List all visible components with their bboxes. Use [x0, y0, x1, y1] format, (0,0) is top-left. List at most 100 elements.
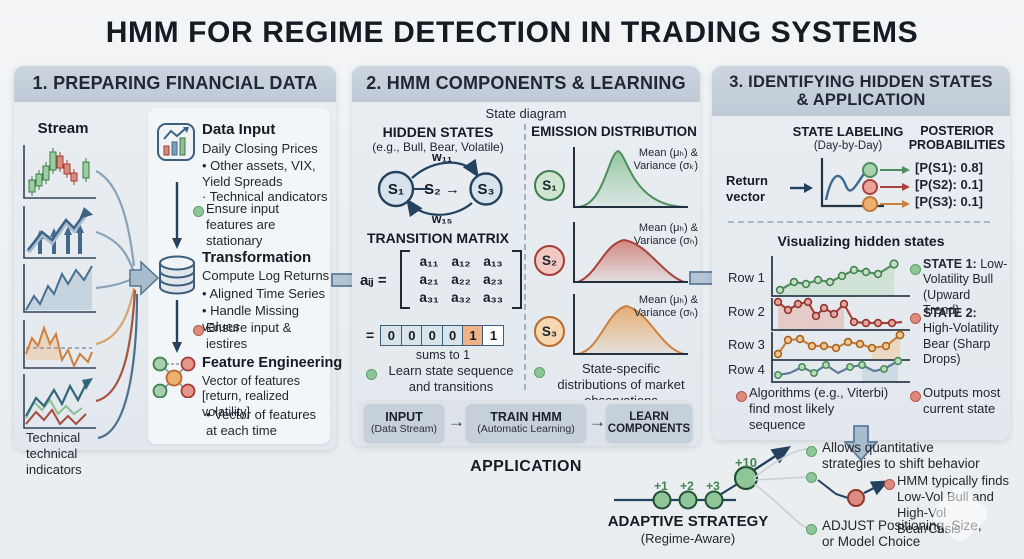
prob-s3-dot	[862, 196, 878, 212]
hidden-states-subtitle: (e.g., Bull, Bear, Volatile)	[372, 140, 504, 154]
state1-legend: STATE 1: Low-Volatility Bull (Upward Tre…	[923, 257, 1009, 318]
prob-s1-dot	[862, 162, 878, 178]
prob-s1-label: [P(S1): 0.8]	[915, 160, 983, 175]
prob-s1-arrow	[880, 166, 910, 174]
data-input-note: Ensure input features are stationary	[206, 201, 279, 248]
state-s1-node	[377, 170, 415, 208]
state-diagram-subtitle: State diagram	[485, 106, 567, 121]
red-bullet-icon	[193, 325, 204, 336]
green-bullet-icon	[366, 369, 377, 380]
pipeline-train-box: TRAIN HMM (Automatic Learning)	[466, 404, 586, 442]
arrow-growth-chart-icon	[23, 206, 96, 259]
emission-title: EMISSION DISTRIBUTION	[531, 124, 697, 139]
posterior-title: POSTERIOR PROBABILITIES	[908, 124, 1006, 153]
point-plus1: +1	[654, 479, 668, 493]
pipeline-learn-title: LEARN COMPONENTS	[607, 410, 691, 435]
matrix-cell: a₁₃	[483, 254, 503, 269]
technical-indicators-label: Technical technical indicators	[26, 430, 82, 477]
matrix-cell: a₁₂	[451, 254, 471, 269]
adaptive-strategy-title: ADAPTIVE STRATEGY	[607, 513, 769, 530]
feature-engineering-bullet1: • Vector of features at each time	[206, 407, 317, 438]
down-arrow	[844, 425, 878, 462]
outputs-note: Outputs most current state	[923, 385, 1001, 416]
page-title: HMM FOR REGIME DETECTION IN TRADING SYST…	[105, 16, 919, 49]
state1-text: Low-Volatility Bull (Upward Trend)	[923, 257, 1008, 317]
flow-arrow-down-2	[172, 300, 182, 353]
state-s3-label: S₃	[477, 181, 495, 198]
sums-to-one-label: sums to 1	[415, 348, 471, 362]
data-input-title: Data Input	[202, 121, 276, 138]
gaussian-red	[573, 222, 688, 283]
row3-label: Row 3	[728, 337, 765, 352]
return-vector-label: Return vector	[726, 173, 768, 204]
row3-chart	[771, 330, 910, 361]
candlestick-chart-icon	[23, 145, 96, 199]
matrix-bracket-right	[512, 250, 522, 309]
vector-cell: 0	[380, 325, 403, 346]
vector-cell-highlighted: 1	[462, 325, 485, 346]
network-nodes-icon	[152, 356, 196, 398]
transformation-title: Transformation	[202, 249, 312, 266]
viterbi-note: Algorithms (e.g., Viterbi) find most lik…	[749, 385, 889, 432]
panel1-header: 1. PREPARING FINANCIAL DATA	[14, 66, 336, 102]
panel3-divider	[728, 221, 990, 223]
panel2-header: 2. HMM COMPONENTS & LEARNING	[352, 66, 700, 102]
matrix-cell: a₃₂	[451, 290, 471, 305]
volatility-chart-icon	[23, 320, 96, 369]
pipeline-learn-box: LEARN COMPONENTS	[606, 404, 692, 442]
green-bullet-icon	[806, 446, 817, 457]
row4-chart	[771, 356, 910, 383]
matrix-lhs: aᵢⱼ =	[360, 272, 387, 289]
panel3-header: 3. IDENTIFYING HIDDEN STATES & APPLICATI…	[712, 66, 1010, 116]
pipeline-arrow-2: →	[589, 412, 606, 431]
vector-cell: 0	[421, 325, 444, 346]
stream-charts	[23, 145, 96, 429]
state-s3-node	[469, 172, 503, 206]
transformation-bullet1: • Aligned Time Series	[202, 286, 326, 301]
bear-regime-node	[847, 489, 865, 507]
adaptive-bullet1: Allows quantitative strategies to shift …	[822, 440, 980, 472]
application-label: APPLICATION	[470, 458, 582, 475]
point-plus3: +3	[706, 479, 720, 493]
emission-state-s1: S₁	[534, 170, 565, 201]
vector-equals: =	[366, 327, 375, 343]
adaptive-connectors	[753, 448, 889, 529]
panel2-divider	[524, 124, 526, 390]
transformation-note: Ensure input & iestires	[206, 320, 292, 351]
panel-hmm-components: 2. HMM COMPONENTS & LEARNING	[352, 66, 700, 446]
vector-cell: 0	[441, 325, 464, 346]
return-vector-arrow	[790, 183, 813, 193]
state2-prefix: STATE 2:	[923, 306, 977, 320]
panel-identifying-states: 3. IDENTIFYING HIDDEN STATES & APPLICATI…	[712, 66, 1010, 440]
row1-label: Row 1	[728, 270, 765, 285]
pipeline-input-title: INPUT	[385, 409, 423, 424]
state-labeling-title: STATE LABELING	[792, 124, 904, 139]
state2-legend: STATE 2: High-Volatility Bear (Sharp Dro…	[923, 306, 1009, 367]
adaptive-strategy-subtitle: (Regime-Aware)	[640, 531, 736, 546]
matrix-cell: a₃₁	[419, 290, 439, 305]
probability-vector: 0 0 0 0 1 1	[380, 325, 505, 346]
transformation-bullet2: • Handle Missing values	[202, 303, 300, 334]
feature-engineering-line1: Vector of features [return, realized vol…	[202, 374, 300, 419]
pipeline-arrow-1: →	[448, 412, 465, 431]
green-bullet-icon	[806, 472, 817, 483]
gaussian-orange	[573, 294, 688, 355]
state-s2-label: S₂ →	[424, 181, 460, 198]
row1-chart	[771, 256, 910, 297]
row2-label: Row 2	[728, 304, 765, 319]
emission-label-s1: Mean (μₕ) & Variance (σₖ)	[633, 147, 698, 173]
prob-s2-dot	[862, 179, 878, 195]
state-diagram	[377, 158, 503, 218]
state1-bullet-icon	[910, 264, 921, 275]
learn-sequence-note: Learn state sequence and transitions	[388, 363, 514, 394]
weight-top-label: w₁₁	[431, 150, 453, 164]
point-plus10: +10	[734, 455, 758, 470]
gaussian-green	[573, 147, 688, 208]
bar-chart-icon	[157, 123, 195, 161]
emission-label-s3: Mean (μₕ) & Variance (σₕ)	[633, 294, 698, 320]
multi-line-chart-icon	[23, 374, 96, 429]
data-input-line1: Daily Closing Prices	[202, 141, 318, 156]
stream-label: Stream	[37, 120, 89, 137]
pipeline-input-box: INPUT (Data Stream)	[364, 404, 444, 442]
